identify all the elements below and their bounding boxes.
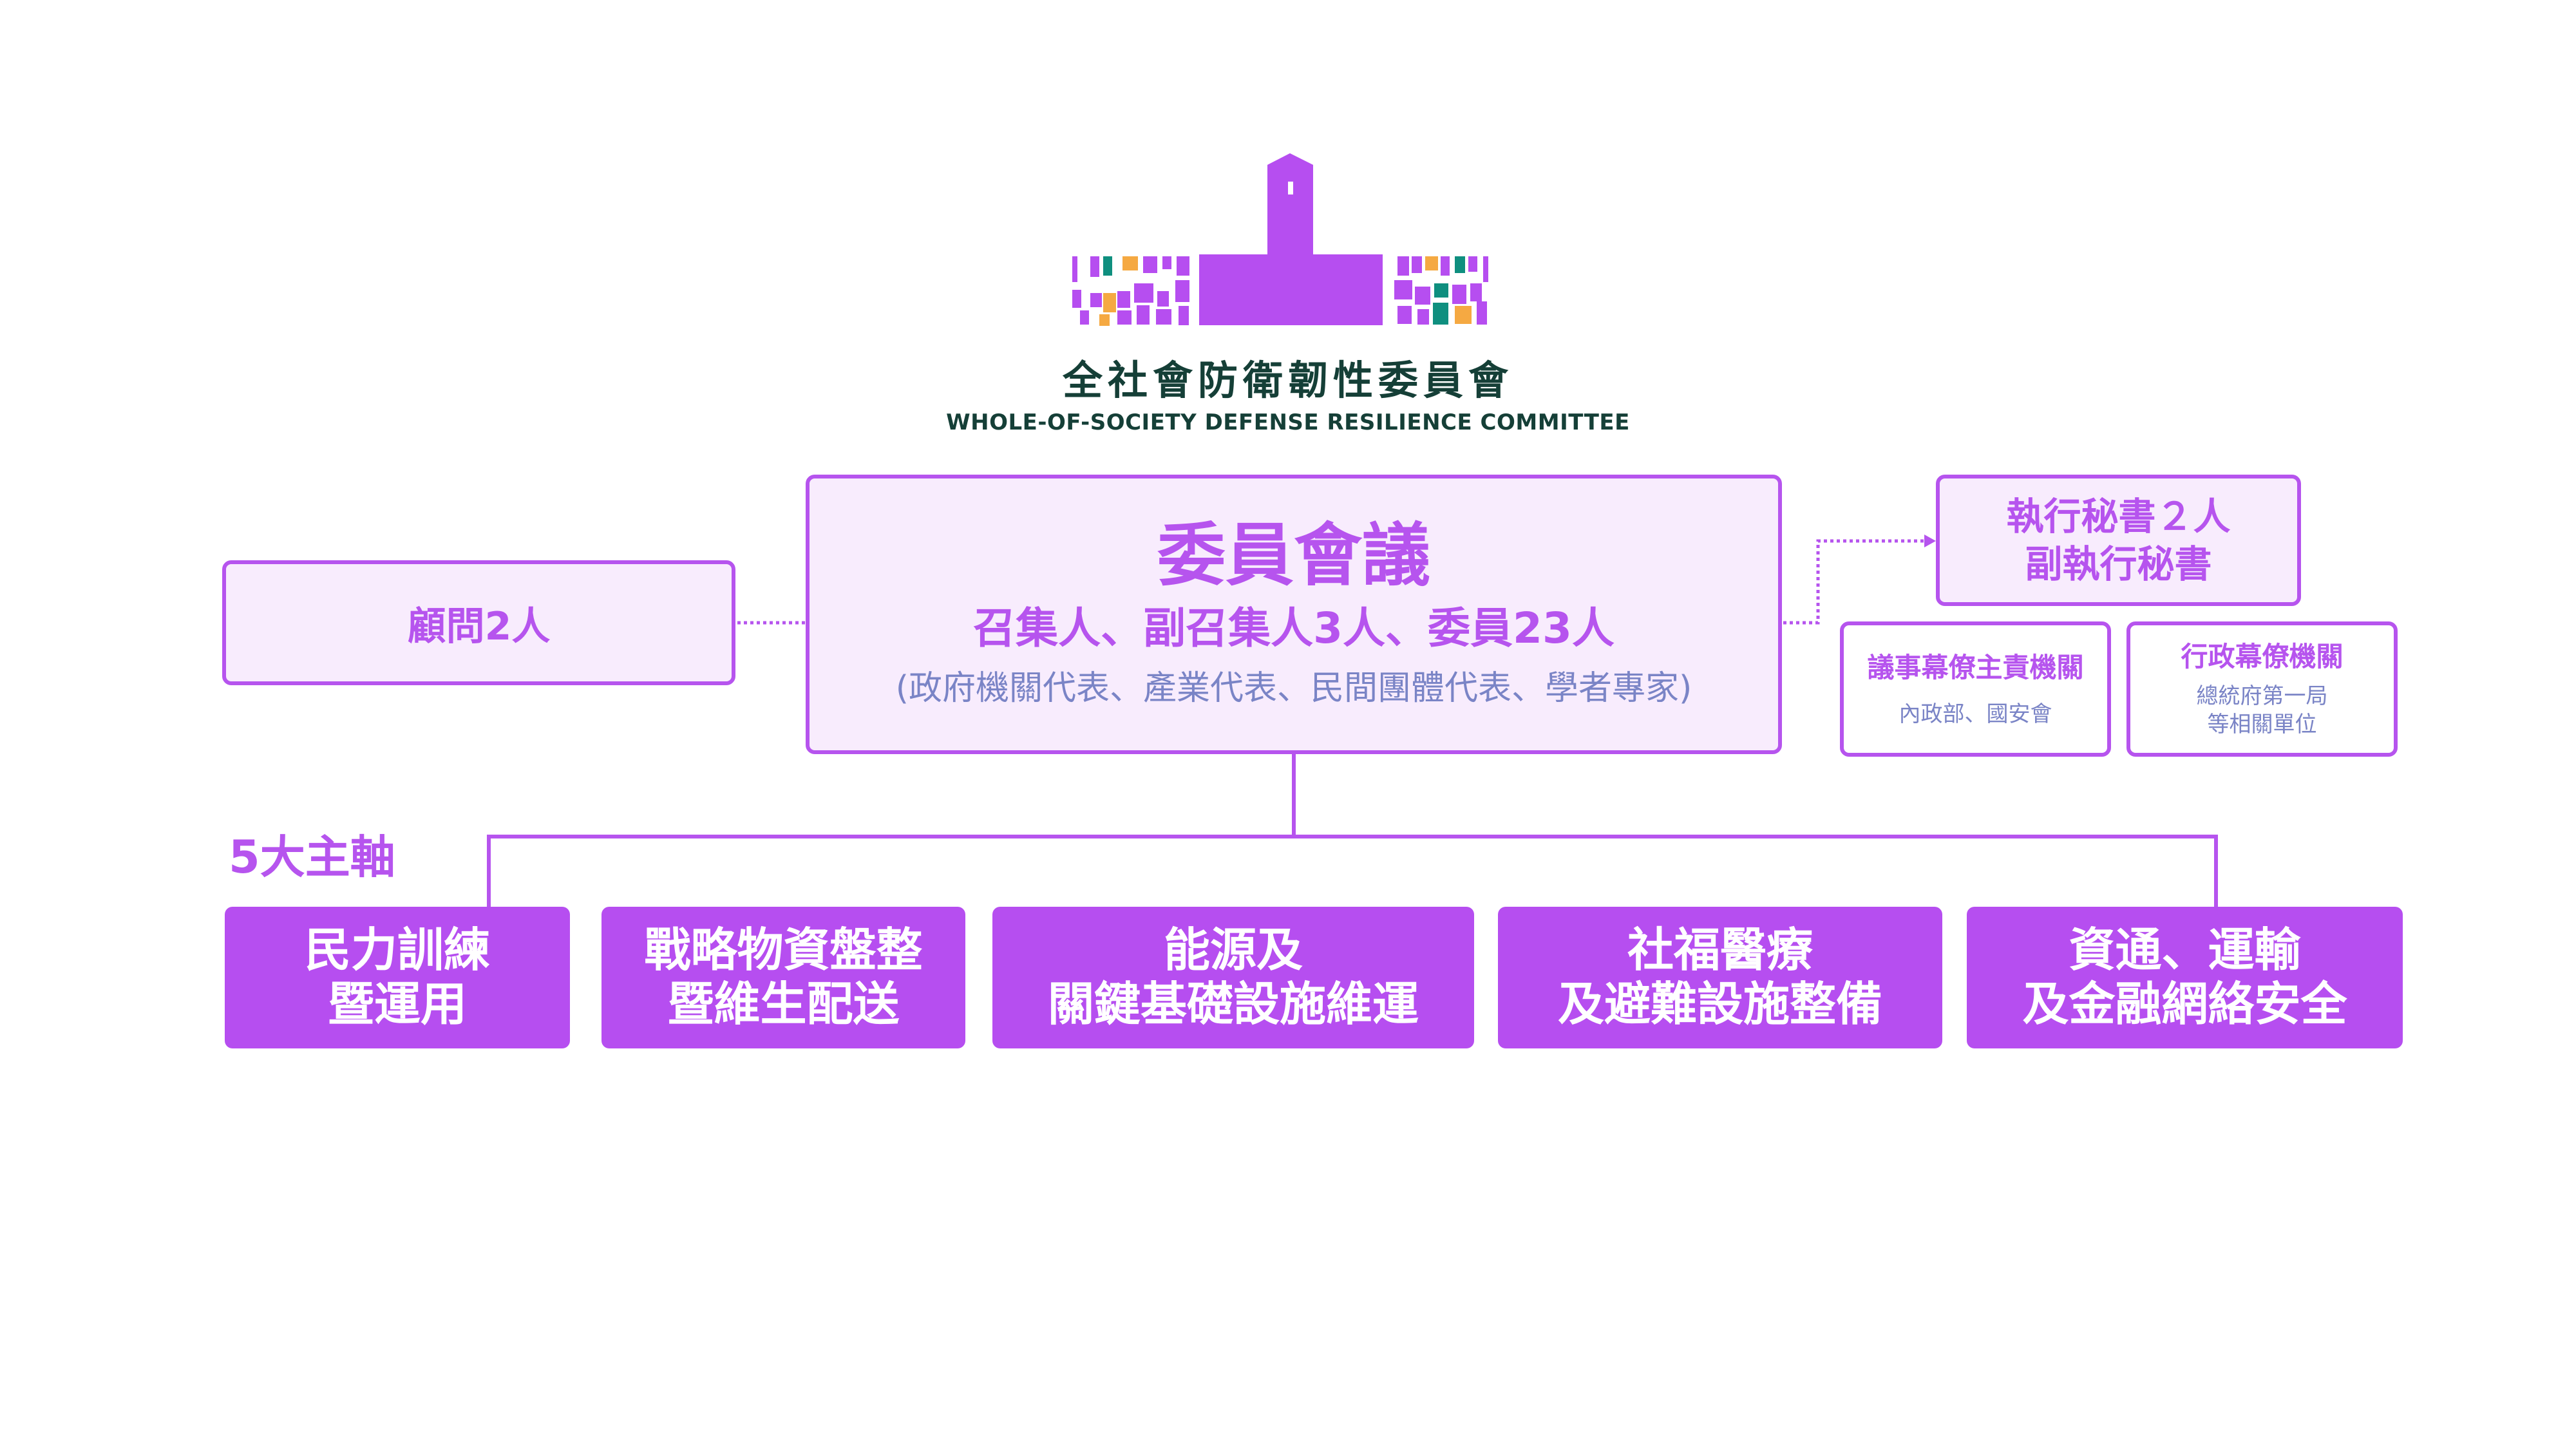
executive-secretary-box: 執行秘書２人 副執行秘書 xyxy=(1936,475,2301,606)
pillar-line: 及避難設施整備 xyxy=(1557,977,1882,1031)
logo-pixel xyxy=(1080,310,1089,325)
advisors-label: 顧問2人 xyxy=(407,603,551,649)
logo-pixel xyxy=(1072,290,1081,308)
pillar-energy-infrastructure: 能源及 關鍵基礎設施維運 xyxy=(992,907,1474,1048)
logo-pixel xyxy=(1179,306,1189,325)
pillar-line: 民力訓練 xyxy=(304,923,490,978)
logo-pixel xyxy=(1455,306,1472,324)
advisors-box: 顧問2人 xyxy=(222,560,735,685)
pillar-civil-training: 民力訓練 暨運用 xyxy=(225,907,570,1048)
pillar-line: 及金融網絡安全 xyxy=(2022,977,2347,1031)
committee-meeting-box: 委員會議 召集人、副召集人3人、委員23人 (政府機關代表、產業代表、民間團體代… xyxy=(806,475,1782,754)
admin-staff-unit-detail-line: 總統府第一局 xyxy=(2196,683,2328,710)
logo-pixel xyxy=(1434,283,1448,298)
committee-representatives: (政府機關代表、產業代表、民間團體代表、學者專家) xyxy=(895,669,1692,708)
logo-pixel xyxy=(1117,310,1132,325)
logo-pixel xyxy=(1468,256,1477,272)
admin-staff-unit-title: 行政幕僚機關 xyxy=(2181,641,2344,673)
executive-arrowhead xyxy=(1924,535,1936,547)
logo-pixel xyxy=(1441,256,1450,276)
pillar-line: 能源及 xyxy=(1163,923,1303,978)
logo-pixel xyxy=(1156,309,1171,325)
logo-pixel xyxy=(1103,256,1112,276)
committee-members: 召集人、副召集人3人、委員23人 xyxy=(973,603,1615,653)
logo-pixel xyxy=(1477,301,1487,325)
logo-pixel xyxy=(1134,283,1153,303)
organization-name-en: WHOLE-OF-SOCIETY DEFENSE RESILIENCE COMM… xyxy=(946,410,1630,435)
logo-pixel xyxy=(1143,256,1157,273)
pillar-line: 暨運用 xyxy=(327,977,467,1031)
logo-pixel xyxy=(1433,303,1448,325)
logo-pixel xyxy=(1137,305,1150,325)
logo-pixel xyxy=(1425,256,1438,270)
pillar-line: 社福醫療 xyxy=(1627,923,1813,978)
logo-pixel xyxy=(1452,285,1466,304)
pillar-line: 資通、運輸 xyxy=(2069,923,2301,978)
agenda-staff-unit-title: 議事幕僚主責機關 xyxy=(1867,651,2084,683)
agenda-staff-unit-detail: 內政部、國安會 xyxy=(1899,701,2052,728)
pillar-line: 戰略物資盤整 xyxy=(644,923,923,978)
executive-link xyxy=(1783,539,1926,625)
logo-pixel xyxy=(1103,293,1116,312)
agenda-staff-unit-box: 議事幕僚主責機關 內政部、國安會 xyxy=(1840,621,2111,757)
logo-pixel xyxy=(1162,256,1171,269)
committee-meeting-title: 委員會議 xyxy=(1157,515,1430,595)
pillar-communications-transport-finance: 資通、運輸 及金融網絡安全 xyxy=(1967,907,2403,1048)
logo-pixel xyxy=(1417,309,1429,325)
logo-pixel xyxy=(1175,280,1189,302)
logo-pixel xyxy=(1470,283,1482,301)
logo-pixel xyxy=(1122,256,1138,270)
admin-staff-unit-box: 行政幕僚機關 總統府第一局 等相關單位 xyxy=(2126,621,2398,757)
executive-secretary-label: 執行秘書２人 xyxy=(2006,494,2231,538)
committee-logo xyxy=(1072,153,1488,326)
logo-pixel xyxy=(1099,314,1110,326)
logo-pixel xyxy=(1415,287,1430,305)
pillar-line: 關鍵基礎設施維運 xyxy=(1047,977,1419,1031)
logo-pixel xyxy=(1394,280,1412,299)
logo-pixel xyxy=(1397,256,1409,276)
deputy-executive-secretary-label: 副執行秘書 xyxy=(2025,542,2212,586)
logo-pixel xyxy=(1483,256,1488,282)
organization-name-zh: 全社會防衛韌性委員會 xyxy=(1062,357,1513,404)
pillar-strategic-supplies: 戰略物資盤整 暨維生配送 xyxy=(601,907,965,1048)
pillar-line: 暨維生配送 xyxy=(667,977,900,1031)
logo-pixel xyxy=(1157,291,1169,307)
logo-pixel xyxy=(1177,256,1189,276)
pillar-social-welfare-medical: 社福醫療 及避難設施整備 xyxy=(1498,907,1942,1048)
logo-pixel xyxy=(1397,306,1412,324)
admin-staff-unit-detail: 總統府第一局 等相關單位 xyxy=(2197,682,2328,739)
logo-pixel xyxy=(1090,293,1102,307)
admin-staff-unit-detail-line: 等相關單位 xyxy=(2207,712,2317,738)
logo-pixel xyxy=(1090,256,1099,277)
pillars-heading: 5大主軸 xyxy=(229,831,395,884)
logo-pixel xyxy=(1117,291,1130,308)
logo-pixel xyxy=(1455,256,1465,273)
logo-pixel xyxy=(1072,256,1077,282)
logo-pixel xyxy=(1412,256,1422,273)
